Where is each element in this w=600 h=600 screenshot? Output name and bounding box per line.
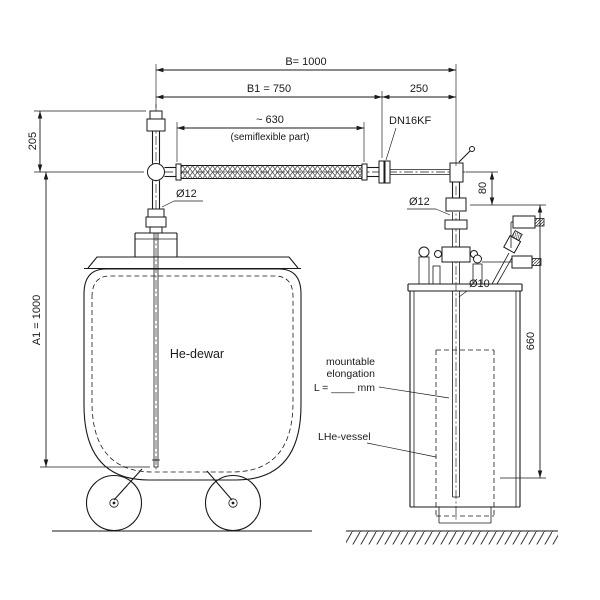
diagonal-port <box>491 230 523 285</box>
valve-block <box>441 246 471 263</box>
semiflexible-hose <box>180 165 363 179</box>
mountable-line3: L = ____ mm <box>314 382 375 394</box>
elbow-joint-circle <box>147 163 165 181</box>
dewar-inner-vessel-dashed <box>91 275 294 473</box>
dim-630-note: (semiflexible part) <box>231 132 310 143</box>
dim-b-text: B= 1000 <box>285 56 326 68</box>
label-dia10: Ø10 <box>458 278 496 298</box>
callouts: DN16KF Ø12 Ø12 Ø10 He-dewar mountable el… <box>161 115 496 458</box>
dewar-wheels <box>85 474 262 532</box>
dimension-660: 660 <box>525 205 543 478</box>
dimension-a1: A1 = 1000 <box>31 172 49 467</box>
label-dia12-left: Ø12 <box>161 188 203 208</box>
label-dia12-right: Ø12 <box>407 196 451 216</box>
siphon-tube-in-dewar <box>152 233 160 468</box>
cryostat-bottom-stub <box>438 507 492 524</box>
label-lhe-vessel: LHe-vessel <box>318 431 437 458</box>
port-left <box>418 246 430 258</box>
dimension-205: 205 <box>27 111 43 172</box>
dimension-b: B= 1000 <box>156 56 456 73</box>
lhe-vessel-text: LHe-vessel <box>318 431 371 443</box>
he-dewar <box>52 232 312 532</box>
extension-lines <box>34 64 546 479</box>
dewar-body-outline <box>83 268 302 481</box>
dia12-left-text: Ø12 <box>176 188 197 200</box>
dewar-legs <box>113 468 233 501</box>
right-elbow-valve <box>449 146 475 183</box>
dimension-630-semiflex: ~ 630 (semiflexible part) <box>177 114 364 143</box>
mountable-line2: elongation <box>327 368 376 380</box>
transfer-line <box>145 104 475 470</box>
cryostat-top-assembly <box>418 197 545 285</box>
dimension-250: 250 <box>382 83 456 100</box>
dim-80-text: 80 <box>477 182 489 194</box>
dim-a1-text: A1 = 1000 <box>31 295 43 345</box>
dia12-right-text: Ø12 <box>409 196 430 208</box>
dia10-text: Ø10 <box>469 278 490 290</box>
label-mountable-elongation: mountable elongation L = ____ mm <box>314 356 450 399</box>
dimensions: B= 1000 B1 = 750 250 205 A1 = 1000 ~ 630… <box>27 56 546 479</box>
siphon-top-fitting <box>146 110 166 132</box>
label-dn16kf: DN16KF <box>385 115 431 161</box>
he-dewar-label: He-dewar <box>170 347 224 361</box>
cryostat-top-plate <box>407 283 523 292</box>
dim-250-text: 250 <box>410 83 428 95</box>
dewar-lid <box>87 256 299 269</box>
dewar-neck-clamp <box>145 208 167 234</box>
ground-hatched-right <box>346 530 558 545</box>
dimension-b1: B1 = 750 <box>156 83 382 100</box>
cryostat-center-tube <box>452 186 460 521</box>
dn16kf-flange <box>378 160 391 184</box>
dim-630-text: ~ 630 <box>256 114 284 126</box>
dim-205-text: 205 <box>27 132 39 150</box>
tube-hex-fitting <box>445 197 467 212</box>
port-right <box>472 263 483 285</box>
dim-b1-text: B1 = 750 <box>247 83 291 95</box>
mountable-leader <box>378 386 450 399</box>
connector-lower-right <box>482 255 542 269</box>
lhe-cryostat <box>346 186 558 545</box>
dim-660-text: 660 <box>525 332 537 350</box>
dn16kf-text: DN16KF <box>389 115 431 127</box>
mountable-line1: mountable <box>326 356 375 368</box>
lhe-inner-vessel-dashed <box>435 349 495 517</box>
lhe-vessel-leader <box>366 442 437 458</box>
dimension-80: 80 <box>477 172 495 205</box>
cryostat-body <box>409 291 521 508</box>
